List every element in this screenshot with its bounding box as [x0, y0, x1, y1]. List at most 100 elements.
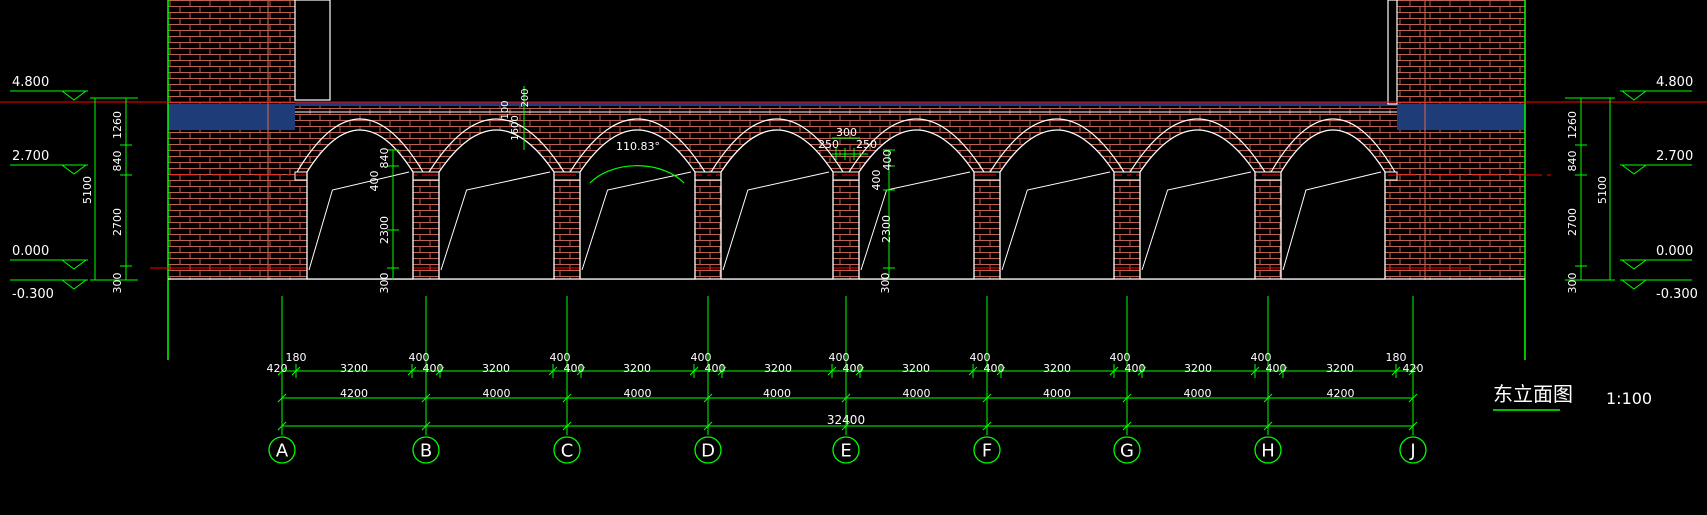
arch-dim-250-right: 250	[856, 138, 877, 151]
left-dim-300: 300	[111, 273, 124, 294]
dim-row1-bottom-label: 3200	[340, 362, 368, 375]
pier-a-dim-2300: 2300	[378, 216, 391, 244]
level-left-4800: 4.800	[12, 75, 49, 90]
dim-row1-bottom-label: 3200	[1326, 362, 1354, 375]
dim-row1-bottom-label: 400	[843, 362, 864, 375]
door-leaf-line	[1001, 171, 1111, 271]
vertical-dims-left: 5100 1260 840 2700 300	[81, 97, 138, 294]
right-dim-2700: 2700	[1566, 208, 1579, 236]
axis-bubble-d: D	[694, 436, 722, 464]
left-brick-tower	[168, 0, 295, 280]
door-leaf-line	[722, 171, 830, 271]
right-brick-tower	[1397, 0, 1525, 280]
door-leaf-line	[308, 171, 410, 271]
dim-row1-top-label: 180	[286, 351, 307, 364]
title-block: 东立面图 1:100	[1493, 382, 1652, 411]
arch-opening	[858, 129, 975, 280]
dim-row1-bottom-label: 3200	[623, 362, 651, 375]
arch-opening	[720, 129, 834, 280]
elevation-markers-right: 4.800 2.700 0.000 -0.300	[1620, 75, 1698, 302]
left-dim-1260: 1260	[111, 111, 124, 139]
arch-dims: 300 250 250 400	[818, 126, 894, 171]
door-leaf-line	[1282, 171, 1382, 271]
axis-bubble-c: C	[553, 436, 581, 464]
left-tower-cornice	[168, 104, 295, 130]
svg-text:C: C	[561, 441, 574, 462]
dim-row1-bottom-label: 3200	[1043, 362, 1071, 375]
dim-row2-label: 4000	[1043, 387, 1071, 400]
dim-row1-bottom-label: 420	[1403, 362, 1424, 375]
arch-opening	[579, 129, 696, 280]
arch-opening	[999, 129, 1115, 280]
dim-total: 32400	[827, 413, 865, 427]
arch-dim-400: 400	[881, 150, 894, 171]
arch-dim-300: 300	[836, 126, 857, 139]
dim-row1-top-label: 400	[550, 351, 571, 364]
axis-bubble-f: F	[973, 436, 1001, 464]
pier-a-dim-400: 400	[368, 171, 381, 192]
dim-row2-label: 4000	[763, 387, 791, 400]
pier-a-dim-840: 840	[378, 148, 391, 169]
facade	[0, 0, 1707, 360]
brick-pier	[695, 172, 721, 279]
cornice-dim-1600: 1600	[510, 115, 521, 140]
pier-e-dim-300: 300	[879, 273, 892, 294]
dim-row1-top-label: 400	[1251, 351, 1272, 364]
level-left-2700: 2.700	[12, 149, 49, 164]
level-right-minus0300: -0.300	[1656, 287, 1698, 302]
dim-row2-label: 4000	[1184, 387, 1212, 400]
svg-text:J: J	[1409, 441, 1415, 462]
svg-text:G: G	[1120, 441, 1134, 462]
angle-annotation: 110.83°	[589, 140, 685, 184]
cornice-dims: 100 1600 200	[500, 86, 531, 150]
dim-row1-bottom-label: 400	[423, 362, 444, 375]
level-left-minus0300: -0.300	[12, 287, 54, 302]
brick-pier	[974, 172, 1000, 279]
dim-row1-bottom-label: 400	[705, 362, 726, 375]
dim-row1-bottom-label: 420	[267, 362, 288, 375]
svg-text:D: D	[701, 441, 715, 462]
door-leaf-line	[581, 171, 692, 271]
dim-row2-label: 4200	[1327, 387, 1355, 400]
dim-row2-label: 4000	[624, 387, 652, 400]
pier-dims-e: 400 2300 300	[870, 149, 895, 294]
angle-label: 110.83°	[616, 140, 660, 153]
brick-pier	[833, 172, 859, 279]
brick-pier	[295, 172, 307, 279]
right-dim-840: 840	[1566, 151, 1579, 172]
svg-text:F: F	[982, 441, 992, 462]
pier-e-dim-400: 400	[870, 170, 883, 191]
dim-row1-top-label: 400	[829, 351, 850, 364]
dim-row1-top-label: 180	[1386, 351, 1407, 364]
right-tower-cornice	[1397, 104, 1525, 130]
dim-row2-label: 4000	[483, 387, 511, 400]
dim-row1-top-label: 400	[1110, 351, 1131, 364]
left-total-dim: 5100	[81, 176, 94, 204]
axis-bubble-j: J	[1399, 436, 1427, 464]
arch-opening	[306, 129, 414, 280]
arch-opening	[1280, 129, 1386, 280]
pier-e-dim-2300: 2300	[880, 215, 893, 243]
brick-pier	[1385, 172, 1397, 279]
dim-row1-bottom-label: 400	[564, 362, 585, 375]
vertical-dims-right: 5100 1260 840 2700 300	[1565, 97, 1615, 294]
dim-row1-bottom-label: 3200	[1184, 362, 1212, 375]
dim-row1-bottom-label: 3200	[902, 362, 930, 375]
cornice-dim-200: 200	[520, 88, 531, 107]
axis-bubble-b: B	[412, 436, 440, 464]
dim-row1-bottom-label: 400	[1266, 362, 1287, 375]
cornice-dim-100: 100	[500, 100, 511, 119]
door-leaf-line	[1141, 171, 1252, 271]
svg-text:E: E	[840, 441, 851, 462]
level-left-0000: 0.000	[12, 244, 49, 259]
pier-group	[294, 171, 1398, 279]
svg-text:H: H	[1261, 441, 1275, 462]
dim-row1-bottom-label: 400	[984, 362, 1005, 375]
right-dim-1260: 1260	[1566, 111, 1579, 139]
right-total-dim: 5100	[1596, 176, 1609, 204]
left-dim-2700: 2700	[111, 208, 124, 236]
left-dim-840: 840	[111, 151, 124, 172]
axis-bubble-a: A	[268, 436, 296, 464]
